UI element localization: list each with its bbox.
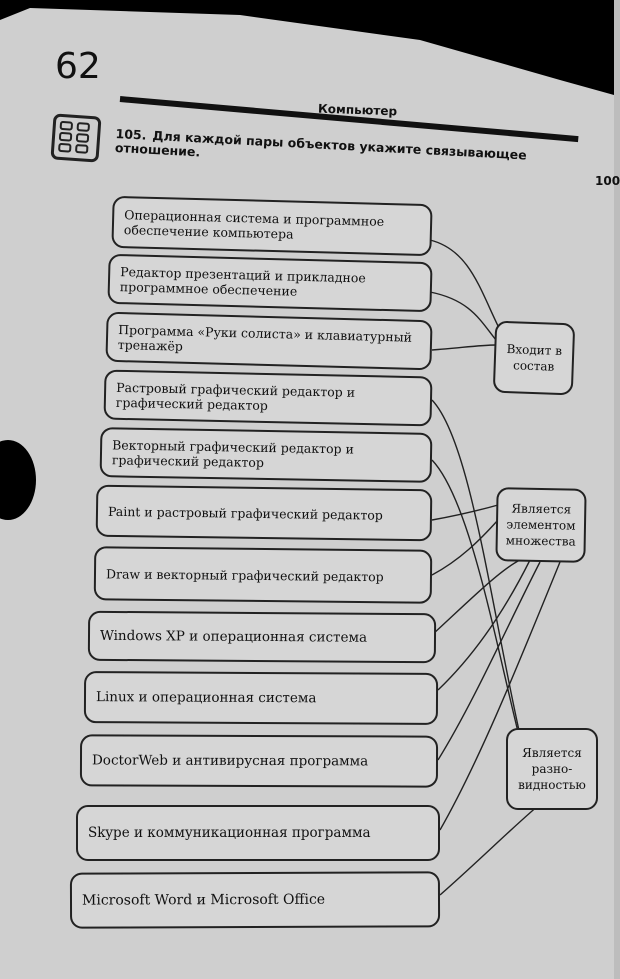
relation-box-3: Является разно-видностью (506, 728, 598, 810)
relation-box-2: Является элементом множества (495, 487, 587, 563)
connector-line (429, 291, 497, 341)
connector-line (437, 561, 541, 761)
pair-box-7: Draw и векторный графический редактор (93, 546, 433, 604)
pair-box-8: Windows XP и операционная система (87, 610, 437, 664)
connector-line (439, 561, 561, 831)
pair-box-2: Редактор презентаций и прикладное програ… (107, 253, 433, 313)
pair-box-4: Растровый графический редактор и графиче… (103, 369, 433, 427)
pair-box-11: Skype и коммуникационная программа (76, 805, 440, 861)
connector-line (431, 519, 499, 576)
connector-line (431, 399, 521, 736)
connector-line (429, 239, 501, 331)
connector-line (431, 504, 499, 521)
pair-box-5: Векторный графический редактор и графиче… (99, 427, 433, 483)
pair-box-1: Операционная система и программное обесп… (111, 195, 433, 257)
right-page-number: 100 (595, 174, 620, 188)
page-number: 62 (55, 46, 101, 87)
pair-box-3: Программа «Руки солиста» и клавиатурный … (105, 311, 433, 371)
connector-line (437, 559, 531, 691)
connector-line (431, 559, 521, 636)
relation-box-1: Входит в состав (492, 320, 576, 396)
pair-box-9: Linux и операционная система (83, 671, 439, 725)
connector-line (431, 459, 521, 741)
pair-box-10: DoctorWeb и антивирусная программа (79, 734, 439, 788)
pair-box-12: Microsoft Word и Microsoft Office (69, 871, 441, 929)
connector-line (431, 344, 497, 351)
pair-box-6: Paint и растровый графический редактор (95, 484, 433, 542)
connector-line (439, 799, 546, 896)
